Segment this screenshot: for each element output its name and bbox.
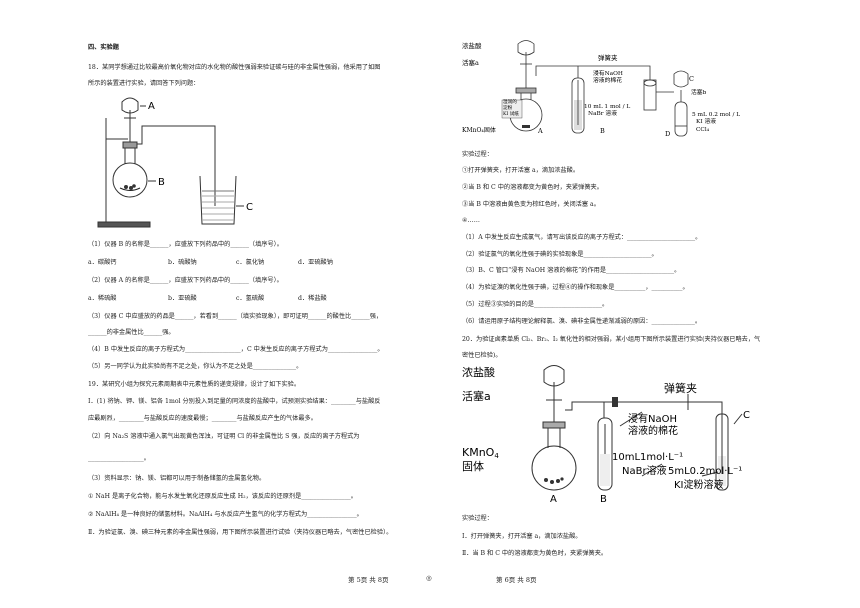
q19-i-line2: 应最剧烈，________与盐酸反应的速度最慢；________与盐酸反应产生的… [88,415,317,422]
q19-intro: 19．某研究小组为探究元素周期表中元素性质的递变规律，设计了如下实验。 [88,381,301,388]
fig1-label-b: B [600,127,605,135]
proc-q4: （4）为验证溴的氧化性强于碘，过程④的操作和现象是__________，____… [462,284,689,291]
q18-part1: （1）仪器 B 的名称是______，应盛放下列药品中的______（填序号）。 [88,241,283,248]
proc2-step-2: Ⅱ．当 B 和 C 中的溶液都变为黄色时，夹紧弹簧夹。 [462,550,608,557]
proc2-step-1: Ⅰ．打开弹簧夹，打开活塞 a，滴加浓盐酸。 [462,533,582,540]
section-title: 四、实验题 [88,44,119,51]
fig2-label-a: A [550,494,557,505]
left-page-footer: 第 5页 共 8页 [348,576,389,584]
fig2-label-nabr-2: NaBr溶液 [622,464,667,477]
fig1-label-nabr-1: 10 mL 1 mol / L [584,104,630,110]
proc-q6: （6）请运用原子结构理论解释氯、溴、碘非金属性递渐减弱的原因：_________… [462,318,702,325]
fig1-label-c: C [689,75,694,83]
fig2-kmno4-main: KMnO [462,446,495,459]
q19-i-line1: Ⅰ．(1) 将钠、钾、镁、铝各 1mol 分别投入到足量的同浓度的盐酸中，试预测… [88,398,381,405]
q18-part5: （5）另一同学认为此实验尚有不足之处，你认为不足之处是_____________… [88,363,303,370]
fig1-label-mianhua-2: 溶液的棉花 [593,76,622,84]
q18-part2-opt-d: d．稀盐酸 [298,295,327,302]
right-page: 浓盐酸 活塞a 弹簧夹 浸有NaOH 溶液的棉花 湿润的 淀粉 KI 试纸 C … [426,0,860,608]
proc2-title: 实验过程： [462,515,493,522]
q18-part2-opt-a: a．稀硫酸 [88,295,117,302]
fig2-kmno4-sub: 4 [494,452,499,460]
proc-q2: （2）验证氯气的氧化性强于碘的实验现象是____________________… [462,251,658,258]
q18-part1-opt-c: c．氯化钠 [236,259,265,266]
fig1-label-a: A [537,127,543,135]
fig2-label-huosai-a: 活塞a [462,389,491,403]
q18-part4: （4）B 中发生反应的离子方程式为__________________，C 中发… [88,346,384,353]
fig1-label-shizhi-2: 淀粉 [503,104,513,111]
fig2-label-mianhua-2: 溶液的棉花 [628,424,678,437]
fig1-label-ki-1: 5 mL 0.2 mol / L [692,112,740,118]
left-page: 四、实验题 18．某同学想通过比较最高价氧化物对应的水化物的酸性强弱来验证碳与硅… [88,44,393,584]
fig1-label-shizhi-1: 湿润的 [503,98,517,105]
proc-step-4: ④…… [462,217,480,224]
proc-step-3: ③当 B 中溶液由黄色变为棕红色时，关闭活塞 a。 [462,201,600,208]
fig2-label-ki-1: 5mL0.2mol·L⁻¹ [668,466,742,477]
q20-apparatus-figure: 浓盐酸 活塞a 弹簧夹 浸有NaOH 溶液的棉花 C KMnO4 固体 10mL… [462,365,750,505]
right-page-footer: 第 6页 共 8页 [496,576,537,584]
proc-title: 实验过程： [462,151,493,158]
q18-part1-opt-b: b．硫酸钠 [168,259,197,266]
fig2-label-mianhua-1: 浸有NaOH [628,412,677,425]
fig1-label-nongyansuan: 浓盐酸 [462,41,482,50]
center-footer-mark: ◎ [426,574,432,582]
proc-q1: （1）A 中发生反应生成氯气，请写出该反应的离子方程式：____________… [462,234,702,241]
q19-i-line6: ① NaH 是离子化合物，能与水发生氧化还原反应生成 H₂，该反应的还原剂是__… [88,493,357,500]
q19-i-line4: __________________。 [88,455,150,462]
fig1-label-ccl4: CCl₄ [696,127,710,133]
fig1-label-mianhua-1: 浸有NaOH [593,69,623,77]
fig2-label-nongyansuan: 浓盐酸 [462,365,495,379]
proc-q3: （3）B、C 管口“浸有 NaOH 溶液的棉花”的作用是____________… [462,267,681,274]
fig1-label-nabr-2: NaBr 溶液 [588,109,617,117]
q18-part1-opt-a: a．碳酸钙 [88,259,117,266]
fig-label-c: C [246,202,253,213]
q18-part3-line1: （3）仪器 C 中应盛放的药品是______，若看到______（填实验现象），… [88,313,383,320]
fig1-label-tanhuangjia: 弹簧夹 [598,53,618,62]
fig1-label-ki-2: KI 溶液 [696,117,716,125]
q18-intro-1: 18．某同学想通过比较最高价氧化物对应的水化物的酸性强弱来验证碳与硅的非金属性强… [88,64,381,71]
fig2-label-tanhuangjia: 弹簧夹 [664,381,697,395]
fig2-label-nabr-1: 10mL1mol·L⁻¹ [612,452,683,463]
q18-part2-opt-b: b．亚硫酸 [168,295,197,302]
fig2-label-b: B [600,494,607,505]
fig1-label-d: D [665,130,670,138]
fig1-label-huosai-b: 活塞b [691,88,707,96]
q18-part2-opt-c: c．氢硫酸 [236,295,265,302]
q19-i-line3: （2）向 Na₂S 溶液中通入氯气出现黄色浑浊，可证明 Cl 的非金属性比 S … [88,433,360,440]
q19-i-line7: ② NaAlH₄ 是一种良好的储氢材料。NaAlH₄ 与水反应产生氢气的化学方程… [88,511,363,518]
fig-label-a: A [148,101,155,112]
proc-step-1: ①打开弹簧夹，打开活塞 a，滴加浓盐酸。 [462,167,580,174]
fig-label-b: B [158,177,165,188]
q18-part2: （2）仪器 A 的名称是______，应盛放下列药品中的______（填序号）。 [88,277,283,284]
q20-line1: 20．为验证卤素单质 Cl₂、Br₂、I₂ 氧化性的相对强弱，某小组用下图所示装… [462,336,761,343]
q19-ii: Ⅱ．为验证氯、溴、碘三种元素的非金属性强弱，用下图所示装置进行试验（夹持仪器已略… [88,529,393,536]
q18-part3-line2: ______的非金属性比______强。 [88,329,175,336]
fig2-label-ki-2: KI淀粉溶液 [674,478,724,491]
q19-i-line5: （3）资料显示：钠、镁、铝都可以用于制备储氢的金属氢化物。 [88,475,266,482]
q18-part1-opt-d: d．亚硫酸钠 [298,259,333,266]
fig1-label-huosai-a: 活塞a [462,58,479,67]
fig1-label-shizhi-3: KI 试纸 [503,110,519,117]
q20-line2: 密性已检验)。 [462,352,502,359]
fig2-label-kmno4-1: KMnO4 [462,446,499,460]
fig1-label-kmno4: KMnO₄固体 [462,126,496,134]
fig2-label-c: C [743,410,750,421]
q19-apparatus-figure: 浓盐酸 活塞a 弹簧夹 浸有NaOH 溶液的棉花 湿润的 淀粉 KI 试纸 C … [462,40,740,138]
q18-apparatus-figure: A B C [97,97,253,228]
proc-q5: （5）过程③实验的目的是______________________。 [462,301,609,308]
q18-intro-2: 所示的装置进行实验，请回答下列问题： [88,80,200,87]
proc-step-2: ②当 B 和 C 中的溶液都变为黄色时，夹紧弹簧夹。 [462,184,603,191]
fig2-label-kmno4-2: 固体 [462,459,484,473]
